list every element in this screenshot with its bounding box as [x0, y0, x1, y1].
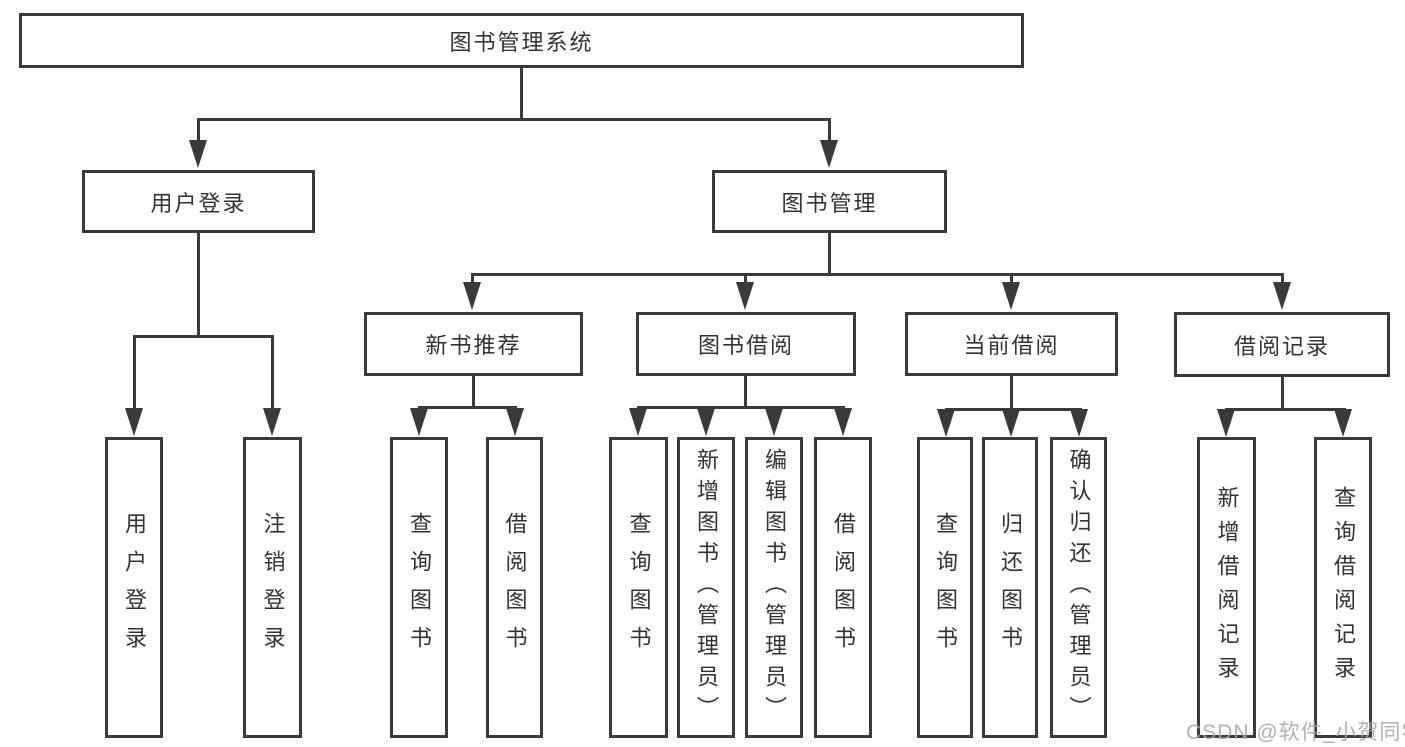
connector-arrow [1070, 409, 1088, 437]
connector-line [637, 406, 845, 409]
leaf-query-books-borrow: 查询图书 [609, 437, 668, 738]
connector-arrow [629, 408, 647, 436]
connector-arrow [263, 408, 281, 436]
node-user-login: 用户登录 [82, 170, 315, 233]
node-current-borrow: 当前借阅 [905, 312, 1118, 376]
leaf-return-book: 归还图书 [982, 437, 1038, 738]
node-library-system: 图书管理系统 [19, 13, 1024, 68]
leaf-logout: 注销登录 [243, 437, 302, 738]
connector-line [1225, 408, 1346, 411]
connector-line [744, 376, 747, 409]
connector-line [418, 406, 517, 409]
connector-line [133, 335, 136, 411]
connector-arrow [125, 408, 143, 436]
leaf-add-borrow-record: 新增借阅记录 [1197, 437, 1256, 738]
leaf-add-book-admin: 新增图书（管理员） [677, 437, 735, 738]
node-book-borrow: 图书借阅 [636, 312, 856, 376]
leaf-query-borrow-record: 查询借阅记录 [1314, 437, 1372, 738]
connector-arrow [1217, 409, 1235, 437]
leaf-query-books-recommend: 查询图书 [390, 437, 448, 738]
node-new-book-recommend: 新书推荐 [364, 312, 583, 376]
connector-line [1010, 273, 1013, 285]
connector-line [197, 118, 200, 144]
connector-line [744, 273, 747, 285]
connector-arrow [506, 408, 524, 436]
connector-line [1010, 376, 1013, 411]
connector-arrow [765, 408, 783, 436]
connector-arrow [1002, 282, 1020, 310]
connector-arrow [410, 408, 428, 436]
leaf-confirm-return-admin: 确认归还（管理员） [1050, 437, 1107, 738]
connector-arrow [463, 282, 481, 310]
connector-arrow [736, 282, 754, 310]
connector-line [520, 68, 523, 118]
connector-line [472, 376, 475, 409]
connector-arrow [697, 408, 715, 436]
connector-arrow [937, 409, 955, 437]
leaf-user-login: 用户登录 [105, 437, 163, 738]
connector-line [271, 335, 274, 411]
connector-line [197, 118, 831, 121]
connector-line [1281, 377, 1284, 411]
connector-line [471, 273, 474, 285]
connector-arrow [834, 408, 852, 436]
node-book-management: 图书管理 [712, 170, 947, 233]
leaf-edit-book-admin: 编辑图书（管理员） [745, 437, 803, 738]
leaf-borrow-books: 借阅图书 [814, 437, 872, 738]
connector-arrow [1273, 282, 1291, 310]
connector-line [197, 233, 200, 335]
connector-line [471, 273, 1284, 276]
connector-line [1281, 273, 1284, 285]
connector-line [828, 118, 831, 144]
connector-arrow [1334, 409, 1352, 437]
watermark: CSDN @软件_小贺同学 [1186, 721, 1405, 744]
connector-arrow [1002, 409, 1020, 437]
connector-arrow [189, 140, 207, 168]
leaf-borrow-books-recommend: 借阅图书 [486, 437, 543, 738]
node-borrow-records: 借阅记录 [1174, 312, 1390, 377]
connector-line [828, 233, 831, 275]
connector-line [133, 335, 274, 338]
leaf-query-books-current: 查询图书 [917, 437, 973, 738]
connector-arrow [820, 140, 838, 168]
